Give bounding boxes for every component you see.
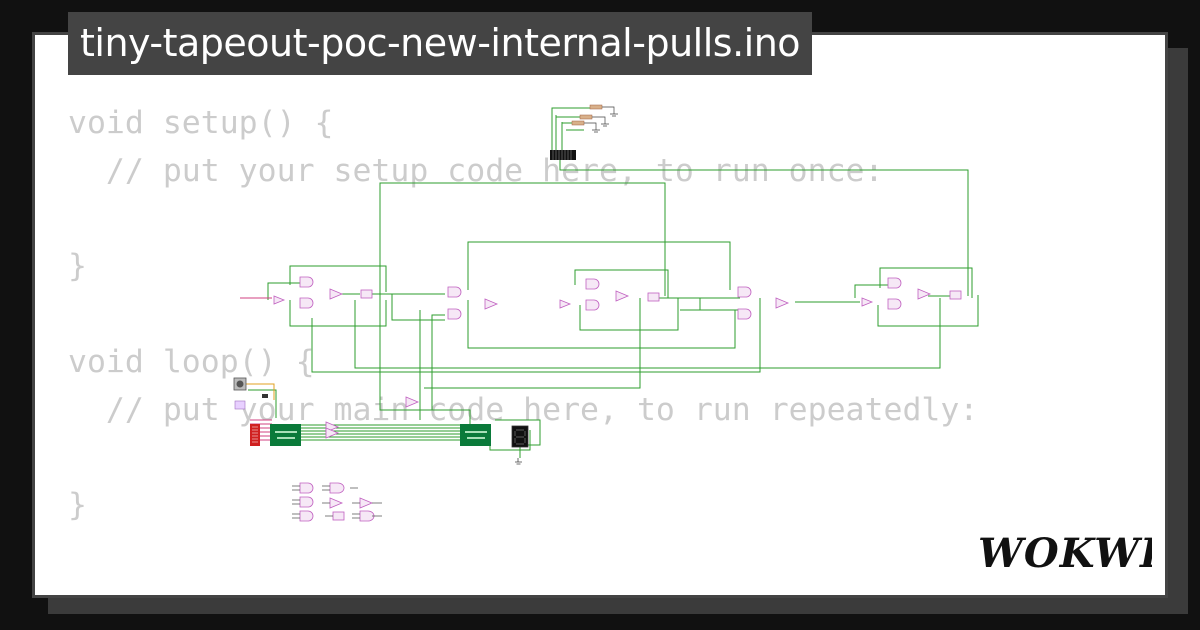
code-line: } xyxy=(68,248,87,285)
preview-card xyxy=(32,32,1168,598)
wokwi-logo: WOKWI xyxy=(978,530,1152,577)
project-title: tiny-tapeout-poc-new-internal-pulls.ino xyxy=(68,12,813,75)
code-editor: void setup() { // put your setup code he… xyxy=(68,100,978,530)
code-line: } xyxy=(68,487,87,524)
code-line: void loop() { xyxy=(68,343,315,380)
code-line: // put your main code here, to run repea… xyxy=(68,391,979,428)
wokwi-logo-text: WOKWI xyxy=(978,530,1152,577)
code-line: void setup() { xyxy=(68,105,334,141)
